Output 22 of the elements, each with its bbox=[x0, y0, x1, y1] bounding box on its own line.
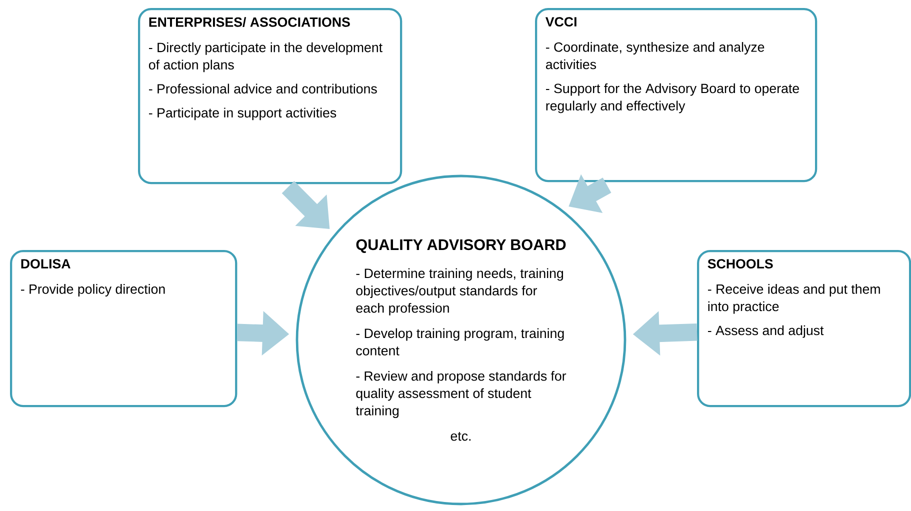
board-circle bbox=[296, 174, 626, 506]
bullet-text: - Support for the Advisory Board to operate regularly and effectively bbox=[546, 83, 799, 114]
bullet-text: - Provide policy direction bbox=[20, 284, 165, 296]
box-heading: DOLISA bbox=[21, 259, 70, 268]
box-heading: VCCI bbox=[546, 17, 576, 26]
info-box bbox=[535, 8, 818, 182]
info-box bbox=[697, 250, 911, 408]
info-box bbox=[10, 250, 238, 408]
bullet-text: - Coordinate, synthesize and analyze activities bbox=[546, 42, 764, 70]
bullet-text: - Review and propose standards for quality assessment of student training bbox=[356, 370, 566, 418]
box-heading: ENTERPRISES/ ASSOCIATIONS bbox=[149, 17, 350, 27]
bullet-text: - Receive ideas and put them into practice bbox=[708, 284, 880, 314]
info-box bbox=[138, 8, 402, 184]
note-text: etc. bbox=[450, 432, 471, 441]
bullet-text: - Directly participate in the development of action plans bbox=[148, 42, 382, 72]
bullet-text: - Assess and adjust bbox=[708, 325, 824, 338]
box-heading: SCHOOLS bbox=[708, 259, 773, 268]
bullet-text: - Determine training needs, training objectives/output standards for each profession bbox=[356, 268, 564, 316]
bullet-text: - Develop training program, training content bbox=[356, 328, 564, 356]
circle-heading: QUALITY ADVISORY BOARD bbox=[356, 239, 566, 253]
bullet-text: - Participate in support activities bbox=[149, 108, 336, 120]
bullet-text: - Professional advice and contributions bbox=[149, 84, 377, 94]
